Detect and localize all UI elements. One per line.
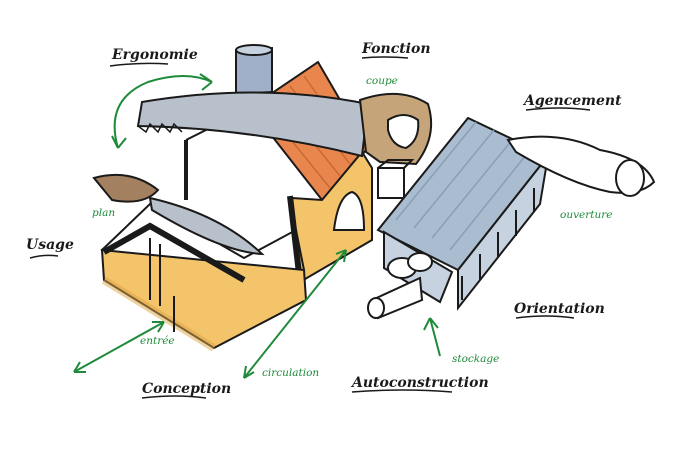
label-orientation: Orientation (514, 301, 605, 317)
label-ouverture: ouverture (560, 209, 613, 221)
label-circulation: circulation (262, 367, 320, 379)
small-box (377, 159, 415, 199)
label-fonction: Fonction (362, 41, 431, 57)
label-underlines (29, 56, 591, 399)
hand (506, 135, 656, 197)
saw (136, 91, 433, 166)
green-arrows (73, 73, 441, 379)
chimney (235, 44, 273, 96)
label-entree: entrée (140, 335, 175, 347)
label-autoconstruction: Autoconstruction (352, 375, 489, 391)
label-agencement: Agencement (524, 93, 622, 109)
label-stockage: stockage (452, 353, 500, 365)
arrow-stockage (429, 317, 441, 357)
arrow-ergonomie (113, 75, 213, 149)
label-coupe: coupe (366, 75, 398, 87)
arrow-entree (73, 321, 165, 373)
label-ergonomie: Ergonomie (112, 47, 198, 63)
label-plan: plan (92, 207, 116, 219)
label-usage: Usage (26, 237, 74, 253)
arrow-circulation (243, 249, 347, 379)
label-conception: Conception (142, 381, 232, 397)
floor-plan (100, 202, 308, 352)
logs (367, 252, 433, 320)
plan-tool (92, 173, 265, 256)
blue-shed (376, 116, 550, 311)
